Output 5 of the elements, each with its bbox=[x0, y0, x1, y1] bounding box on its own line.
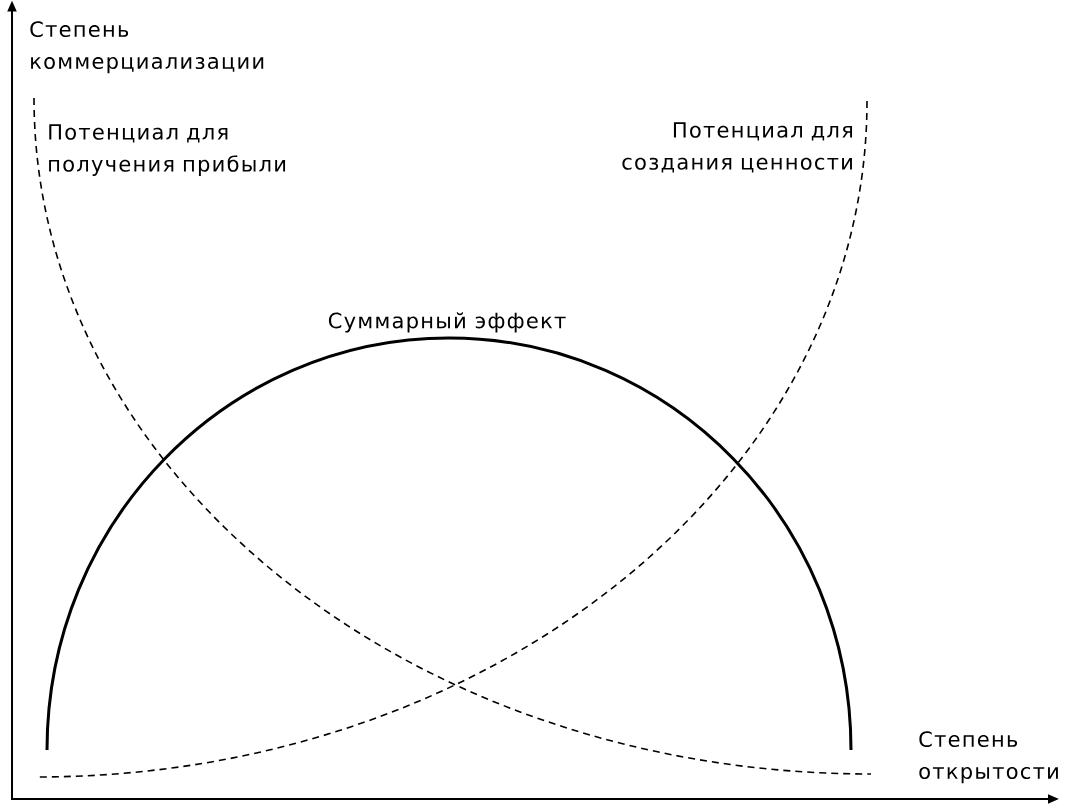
axis-label: Степень коммерциализации bbox=[30, 21, 264, 74]
axis-label: Степень открытости bbox=[919, 731, 1058, 784]
curve-label: Потенциал для получения прибыли bbox=[49, 124, 286, 176]
curve-label: Суммарный эффект bbox=[328, 312, 566, 333]
curve-label: Потенциал для создания ценности bbox=[622, 122, 852, 173]
